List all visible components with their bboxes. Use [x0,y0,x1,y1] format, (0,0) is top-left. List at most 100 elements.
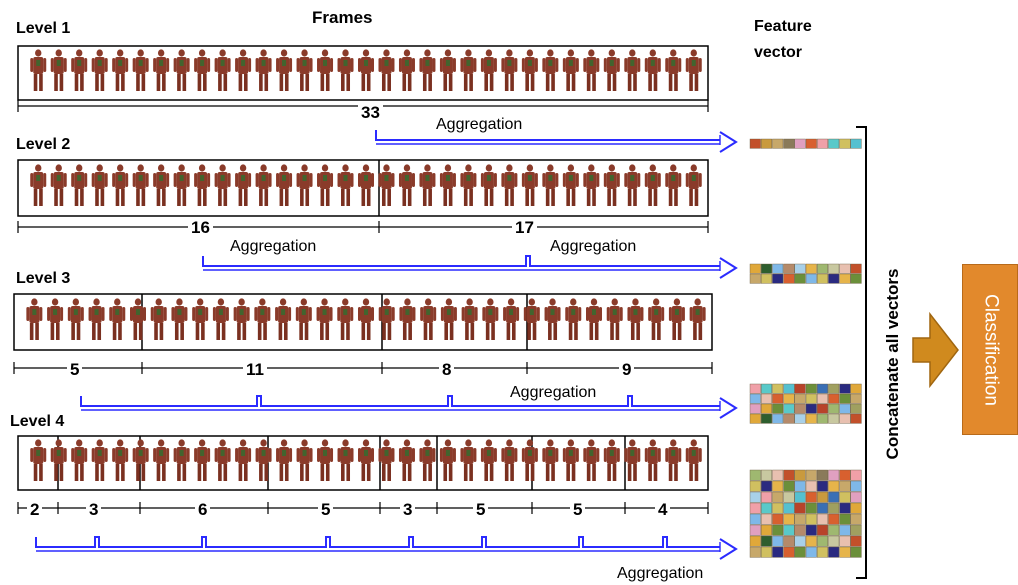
person-frame-figure [685,164,702,206]
person-frame-figure [50,49,67,91]
person-frame-figure [71,439,88,481]
vector-cell [805,469,817,481]
person-frame-figure [30,164,47,206]
vector-cell [761,546,773,558]
right-arrow-shape [912,311,959,389]
vector-cell [783,469,795,481]
person-frame-figure [439,439,456,481]
segment-count-l4-s1: 2 [27,500,43,520]
segment-count-l3-s2: 11 [243,360,267,380]
vector-cell [828,513,840,525]
person-frame-figure [378,439,395,481]
vector-cell [850,502,862,514]
person-frame-figure [542,439,559,481]
vector-cell [749,535,761,547]
vector-cell [817,524,829,536]
aggregation-label-l2a: Aggregation [230,238,317,255]
segment-count-l4-s4: 5 [318,500,334,520]
person-frame-figure [480,164,497,206]
person-frame-figure [192,298,209,340]
aggregation-arrow-level-3-lower [81,401,721,411]
vector-cell [805,263,817,274]
person-frame-figure [317,439,334,481]
person-frame-figure [276,49,293,91]
vector-cell [794,393,806,404]
vector-cell [828,502,840,514]
person-frame-figure [480,439,497,481]
vector-cell [772,383,784,394]
vector-cell [772,263,784,274]
vector-cell [850,403,862,414]
vector-cell [828,403,840,414]
vector-cell [839,546,851,558]
segment-count-l2-s1: 16 [188,218,213,238]
vector-cell [761,273,773,284]
aggregation-arrows [35,130,738,560]
person-frame-figure [378,49,395,91]
aggregation-arrow-level-1-lower [376,135,721,145]
vector-cell [749,546,761,558]
person-frame-figure [624,164,641,206]
vector-cell [783,524,795,536]
level-2-title: Level 2 [16,136,71,153]
person-frame-figure [460,439,477,481]
person-frame-figure [562,164,579,206]
person-frame-figure [624,439,641,481]
vector-cell [805,273,817,284]
vector-cell [850,491,862,503]
frame-strip-level-4 [17,435,709,491]
segment-count-l4-s3: 6 [195,500,211,520]
aggregation-arrow-level-4 [35,536,720,548]
person-frame-figure [153,164,170,206]
classification-label: Classification [980,293,1001,406]
frame-strip-border [17,435,709,491]
vector-cell [783,480,795,492]
vector-cell [749,138,761,149]
vector-cell [761,413,773,424]
person-frame-figure [398,164,415,206]
vector-cell [850,273,862,284]
vector-cell [749,491,761,503]
person-frame-figure [644,49,661,91]
vector-cell [817,403,829,414]
person-frame-figure [30,439,47,481]
person-frame-figure [420,298,437,340]
vector-cell [839,273,851,284]
vector-cell [839,491,851,503]
person-frame-figure [337,439,354,481]
aggregation-label-l4: Aggregation [617,565,704,582]
vector-cell [850,413,862,424]
segment-count-l2-s2: 17 [512,218,537,238]
person-frame-figure [482,298,499,340]
person-frame-figure [603,49,620,91]
vector-cell [839,502,851,514]
person-frame-figure [112,164,129,206]
person-frame-figure [275,298,292,340]
person-frame-figure [276,164,293,206]
vector-cell [772,546,784,558]
vector-cell [794,502,806,514]
person-frame-figure [542,49,559,91]
segment-count-l4-s6: 5 [473,500,489,520]
vector-cell [839,383,851,394]
aggregation-label-l3: Aggregation [510,384,597,401]
person-frame-figure [67,298,84,340]
person-frame-figure [50,164,67,206]
vector-cell [817,263,829,274]
vector-cell [817,413,829,424]
vector-cell [828,480,840,492]
person-frame-figure [501,439,518,481]
person-frame-figure [501,49,518,91]
person-frame-figure [606,298,623,340]
person-frame-figure [109,298,126,340]
person-frame-figure [603,439,620,481]
vector-cell [839,263,851,274]
person-frame-figure [276,439,293,481]
segment-bracket-level-4 [17,502,709,514]
vector-cell [850,138,862,149]
person-frame-figure [173,439,190,481]
person-frame-figure [150,298,167,340]
vector-cell [817,273,829,284]
person-frame-figure [47,298,64,340]
aggregation-arrow-level-1-head [719,131,738,153]
